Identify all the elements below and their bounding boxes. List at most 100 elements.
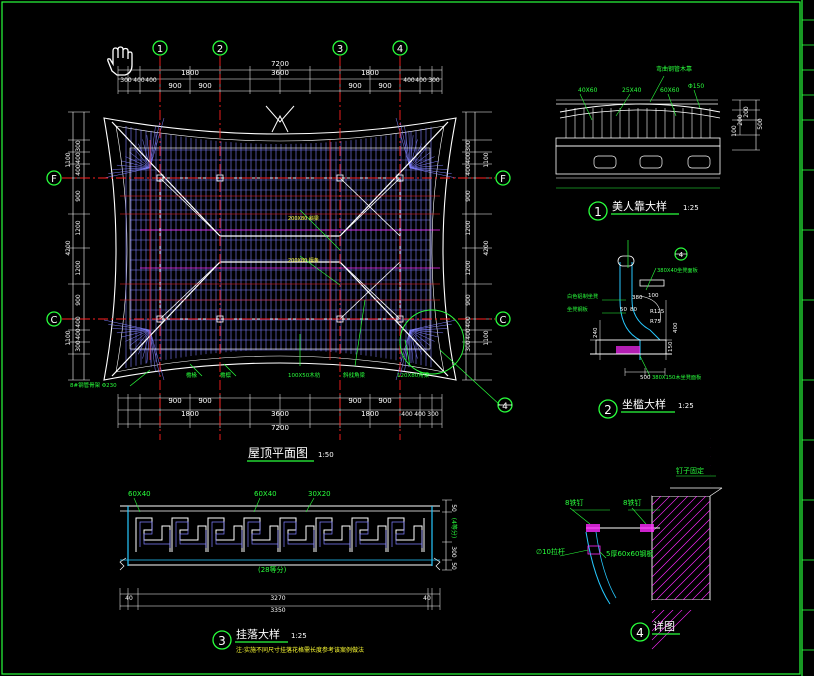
svg-text:挂落大样: 挂落大样: [236, 627, 280, 641]
dim-left: 400: [75, 164, 82, 176]
dim-bottom-sub: 900: [198, 397, 211, 405]
d2-dim: R75: [650, 319, 661, 325]
d2-dim: 400: [673, 322, 679, 333]
dim-right-total: 4200: [483, 240, 490, 255]
detail2-marker-4: 4: [674, 247, 688, 261]
dim-top-mid: 1800: [181, 69, 199, 77]
d3-equal-note: (28等分): [258, 565, 287, 574]
plan-top-dimensions: 7200 1800 3600 1800 300 400 400 400 400 …: [120, 60, 440, 90]
dim-right: 1100: [483, 330, 490, 345]
north-arrow-icon: [265, 105, 295, 133]
svg-text:1: 1: [157, 44, 163, 55]
plan-note: 120X80角梁: [397, 371, 430, 379]
dim-bottom-sub: 900: [348, 397, 361, 405]
dim-bottom-small: 400: [414, 411, 426, 418]
dim-top-small: 300: [428, 77, 440, 84]
dim-right: 400: [465, 164, 472, 176]
dim-bottom-small: 300: [427, 411, 439, 418]
dim-bottom-small: 400: [401, 411, 413, 418]
d1-dim: 500: [757, 118, 764, 130]
dim-left: 1100: [65, 330, 72, 345]
d2-label: 白色铝制坐凳: [567, 292, 598, 300]
plan-detail-marker-4: 4: [497, 397, 513, 413]
d4-label: 8铁钉: [623, 498, 641, 507]
axis-marker-col-3: 3: [332, 40, 348, 56]
svg-text:4: 4: [502, 402, 508, 412]
dim-right: 900: [465, 294, 472, 306]
dim-top-sub: 900: [198, 82, 211, 90]
svg-text:3: 3: [218, 634, 226, 648]
plan-note: 100X50木枋: [288, 371, 321, 379]
detail3-side-dims: 50 (4等分) 300 50: [450, 504, 458, 570]
detail2-dims: 100 380 50 80 R125 R75 240 400 500 150: [593, 293, 679, 381]
plan-title: 屋顶平面图 1:50: [247, 446, 334, 462]
svg-text:美人靠大样: 美人靠大样: [612, 199, 667, 213]
d3-dim: 3270: [270, 595, 285, 602]
d2-dim: 240: [593, 327, 599, 338]
svg-text:4: 4: [636, 626, 644, 640]
dim-left: 900: [75, 294, 82, 306]
dim-top-sub: 900: [378, 82, 391, 90]
plan-inner-notes: 200X80 斜梁 200X80 檩条: [288, 215, 319, 264]
dim-top-sub: 900: [168, 82, 181, 90]
dim-left: 1200: [75, 260, 82, 275]
dim-left-total: 4200: [65, 240, 72, 255]
svg-text:详图: 详图: [653, 619, 675, 633]
plan-inner-note: 200X80 檩条: [288, 257, 319, 264]
svg-text:1:25: 1:25: [683, 204, 699, 212]
dim-top-small: 400: [145, 77, 157, 84]
axis-marker-row-c-left: C: [46, 311, 62, 327]
svg-text:2: 2: [217, 44, 223, 55]
dim-top-total: 7200: [271, 60, 289, 68]
plan-right-dimensions: 1100 300 400 400 900 1200 1200 900 400 4…: [465, 140, 490, 352]
bench-back-detail-drawing: [555, 75, 760, 189]
dim-left: 1100: [65, 152, 72, 167]
plan-note: 檐椽: [186, 371, 198, 379]
d2-dim: 380: [632, 295, 643, 301]
dim-top-small: 300: [120, 77, 132, 84]
axis-marker-row-c-right: C: [495, 311, 511, 327]
roof-plan-drawing: [62, 56, 501, 440]
connection-detail-drawing: [559, 430, 723, 650]
dim-bottom-total: 7200: [271, 424, 289, 432]
d2-label: 380X40坐凳面板: [657, 266, 699, 274]
dim-top-small: 400: [415, 77, 427, 84]
d4-label: 8铁钉: [565, 498, 583, 507]
dim-bottom-sub: 900: [168, 397, 181, 405]
svg-text:F: F: [500, 174, 506, 185]
dim-bottom-sub: 900: [378, 397, 391, 405]
dim-left: 1200: [75, 220, 82, 235]
dim-right: 400: [465, 152, 472, 164]
d3-label: 60X40: [128, 490, 151, 498]
dim-right: 300: [465, 140, 472, 152]
dim-right: 400: [465, 316, 472, 328]
d2-label: 坐凳钢板: [567, 305, 589, 313]
svg-text:C: C: [500, 315, 507, 326]
d2-dim: 100: [648, 293, 659, 299]
d1-dim: 100: [731, 125, 738, 137]
svg-text:坐槛大样: 坐槛大样: [622, 397, 666, 411]
dim-bottom-mid: 3600: [271, 410, 289, 418]
svg-text:3: 3: [337, 44, 343, 55]
d2-dim: 80: [630, 307, 637, 313]
dim-right: 1200: [465, 220, 472, 235]
hanging-fascia-detail-drawing: [119, 497, 452, 610]
d1-label: Φ150: [688, 83, 704, 90]
d1-label: 弯曲钢管木靠: [656, 65, 692, 73]
detail1-dims: 100 200 200 500: [731, 106, 764, 137]
d1-dim: 200: [743, 106, 750, 118]
svg-text:1:50: 1:50: [318, 451, 334, 459]
axis-marker-row-f-left: F: [46, 170, 62, 186]
hand-cursor-icon: [107, 46, 133, 76]
d3-side-dim: (4等分): [450, 518, 458, 539]
plan-leader-notes: 8#钢管骨架 Φ230 檐椽 檐檩 100X50木枋 斜戗角梁 120X80角梁: [70, 371, 430, 389]
d4-label: ∅10拉杆: [536, 547, 565, 556]
d3-side-dim: 50: [450, 504, 457, 512]
svg-text:屋顶平面图: 屋顶平面图: [248, 446, 308, 460]
detail3-title: 3 挂落大样 1:25 注:实施不同尺寸挂落花格需长度参考该案例做法: [212, 627, 364, 654]
dim-left: 300: [75, 140, 82, 152]
detail2-labels: 380X40坐凳面板 白色铝制坐凳 坐凳钢板 380X150木坐凳面板: [567, 266, 702, 381]
svg-text:C: C: [51, 315, 58, 326]
dim-right: 300: [465, 340, 472, 352]
